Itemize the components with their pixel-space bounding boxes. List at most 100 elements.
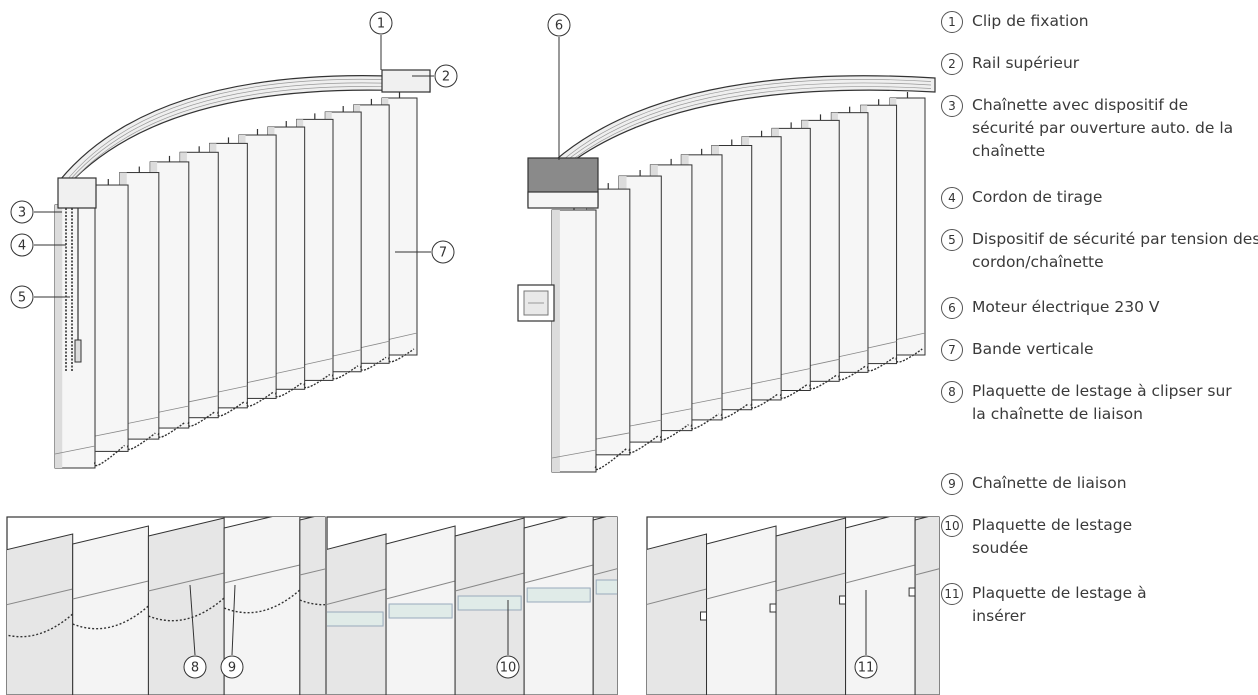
callout-circle	[183, 655, 207, 679]
legend-number: 4	[941, 187, 963, 209]
callout-circle	[10, 200, 34, 224]
callout-1: 1	[369, 11, 393, 70]
legend-number: 3	[941, 95, 963, 117]
detail-slat	[706, 525, 777, 695]
legend-number: 7	[941, 339, 963, 361]
wall-switch-icon	[517, 284, 555, 322]
legend-item: 7 Bande verticale	[941, 338, 1257, 361]
connecting-chain	[187, 411, 216, 427]
connecting-chain	[690, 413, 720, 430]
detail-chain	[72, 605, 149, 630]
slat-shade	[55, 205, 63, 468]
detail-edge	[385, 580, 456, 600]
detail-slat	[775, 517, 847, 695]
detail-edge	[845, 564, 916, 584]
connecting-chain	[750, 393, 779, 409]
callout-circle	[431, 240, 455, 264]
slat-shade	[552, 210, 560, 472]
connecting-chain	[895, 348, 923, 363]
pull-chain	[65, 208, 73, 372]
callout-number: 5	[18, 291, 26, 306]
panel-content	[327, 517, 617, 695]
insert-plate-hook	[908, 587, 916, 597]
callout-circle	[434, 64, 458, 88]
connecting-chain	[360, 356, 387, 371]
callout-number: 2	[442, 70, 450, 85]
legend-item: 10 Plaquette de lestage soudée	[941, 514, 1172, 560]
rail-groove	[63, 86, 427, 191]
welded-plate	[457, 595, 522, 611]
callout-11: 11	[854, 590, 878, 679]
detail-edge	[914, 568, 939, 576]
connecting-chain	[274, 382, 302, 398]
legend-item: 4 Cordon de tirage	[941, 186, 1257, 209]
connecting-chain	[720, 403, 749, 419]
insert-plate-hook	[700, 611, 708, 621]
callout-9: 9	[220, 584, 244, 679]
connecting-chain	[331, 365, 359, 380]
motor-base	[527, 191, 599, 209]
callout-circle	[10, 285, 34, 309]
leader-line	[231, 584, 236, 656]
detail-edge	[454, 572, 525, 592]
detail-edge	[224, 564, 300, 584]
callout-number: 3	[18, 206, 26, 221]
rail-groove	[63, 82, 427, 188]
legend-label: Clip de fixation	[972, 12, 1089, 30]
detail-edge	[706, 580, 777, 600]
callout-circle	[220, 655, 244, 679]
callout-number: 6	[555, 19, 563, 34]
connecting-chain	[594, 448, 627, 471]
connecting-chain	[303, 373, 331, 389]
manual-blind-illustration	[54, 69, 431, 469]
insert-plate-hook	[769, 603, 777, 613]
detail-panel	[646, 516, 940, 695]
callout-8: 8	[183, 584, 207, 679]
legend-number: 11	[941, 583, 963, 605]
connecting-chain	[157, 421, 186, 438]
panel-content	[7, 517, 325, 695]
weight-plate-line	[54, 445, 96, 455]
head-rail	[529, 75, 936, 201]
detail-edge	[524, 564, 594, 584]
cord-weight	[74, 339, 82, 363]
legend-item: 5 Dispositif de sécurité par tension des…	[941, 228, 1258, 274]
legend-label: Plaquette de lestage à clipser sur la ch…	[972, 382, 1232, 423]
connecting-chain	[246, 391, 274, 407]
connecting-chain	[388, 348, 415, 363]
callout-6: 6	[547, 13, 571, 160]
control-head	[57, 177, 97, 209]
legend-label: Chaînette avec dispositif de sécurité pa…	[972, 96, 1234, 160]
detail-edge	[327, 588, 387, 605]
callout-circle	[547, 13, 571, 37]
legend-number: 2	[941, 53, 963, 75]
rail-groove	[63, 78, 427, 184]
connecting-chain	[217, 401, 245, 417]
legend-number: 6	[941, 297, 963, 319]
detail-slat	[223, 517, 301, 695]
callout-7: 7	[395, 240, 455, 264]
callout-number: 7	[439, 246, 447, 261]
connecting-chain	[838, 365, 866, 381]
detail-edge	[72, 580, 149, 600]
callout-3: 3	[10, 200, 62, 224]
legend-item: 3 Chaînette avec dispositif de sécurité …	[941, 94, 1252, 163]
detail-slat	[299, 517, 325, 695]
legend-label: Bande verticale	[972, 340, 1094, 358]
detail-edge	[775, 572, 846, 592]
callout-number: 8	[191, 661, 199, 676]
legend-item: 8 Plaquette de lestage à clipser sur la …	[941, 380, 1242, 426]
callout-circle	[496, 655, 520, 679]
detail-chain	[223, 589, 301, 614]
welded-plate	[526, 587, 591, 603]
legend-item: 9 Chaînette de liaison	[941, 472, 1257, 495]
legend-label: Cordon de tirage	[972, 188, 1103, 206]
connecting-chain	[659, 424, 689, 441]
legend-label: Rail supérieur	[972, 54, 1080, 72]
legend-label: Plaquette de lestage soudée	[972, 516, 1133, 557]
callout-number: 1	[377, 17, 385, 32]
motorized-blind-illustration	[527, 75, 936, 473]
callout-number: 10	[500, 661, 517, 676]
